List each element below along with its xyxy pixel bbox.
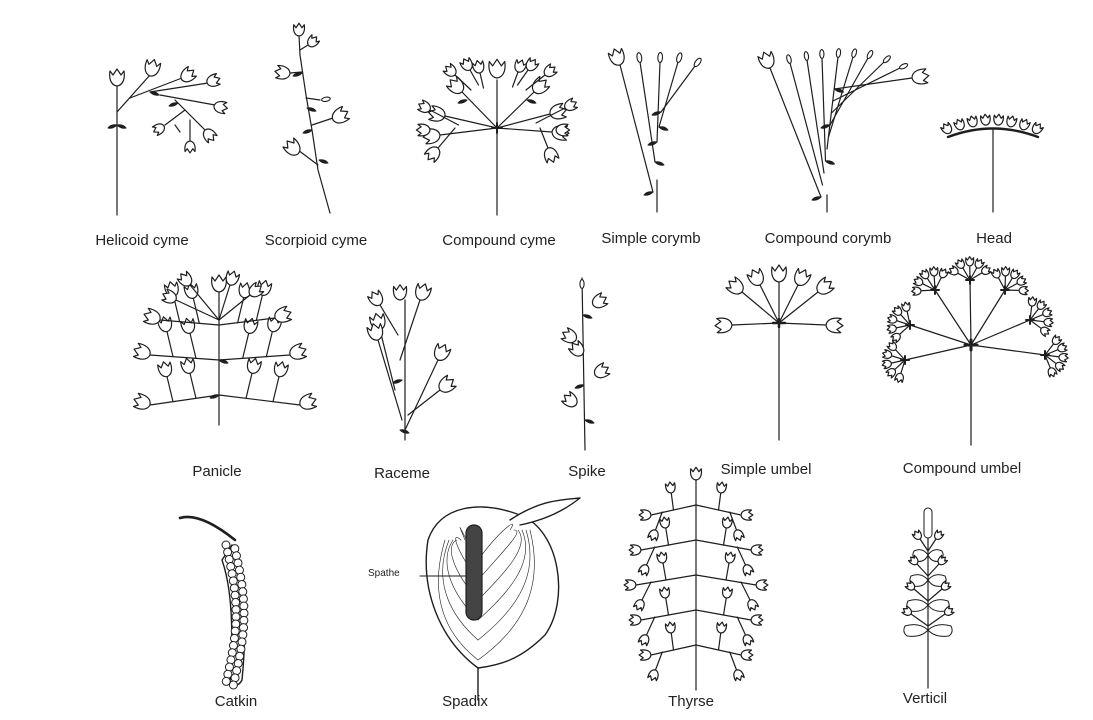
compound-corymb-label: Compound corymb <box>765 230 892 247</box>
scorpioid-cyme-label: Scorpioid cyme <box>265 232 368 249</box>
compound-cyme-label: Compound cyme <box>442 232 555 249</box>
spike-label: Spike <box>568 463 606 480</box>
catkin-label: Catkin <box>215 693 258 710</box>
spathe-label: Spathe <box>368 568 400 579</box>
raceme-label: Raceme <box>374 465 430 482</box>
scorpioid-cyme-drawing <box>274 23 352 213</box>
verticil-label: Verticil <box>903 690 947 707</box>
simple-corymb-label: Simple corymb <box>601 230 700 247</box>
catkin-drawing <box>180 517 248 689</box>
spike-drawing <box>559 278 611 450</box>
spadix-drawing <box>420 498 580 700</box>
compound-cyme-drawing <box>416 56 579 215</box>
head-drawing <box>940 114 1044 212</box>
compound-umbel-drawing <box>881 257 1068 445</box>
raceme-drawing <box>366 282 458 440</box>
simple-corymb-drawing <box>607 47 702 212</box>
thyrse-label: Thyrse <box>668 693 714 710</box>
compound-corymb-drawing <box>757 48 930 212</box>
head-label: Head <box>976 230 1012 247</box>
spadix-label: Spadix <box>442 693 488 710</box>
thyrse-drawing <box>624 467 768 690</box>
verticil-drawing <box>901 508 955 688</box>
panicle-drawing <box>132 269 319 425</box>
simple-umbel-label: Simple umbel <box>721 461 812 478</box>
compound-umbel-label: Compound umbel <box>903 460 1021 477</box>
simple-umbel-drawing <box>715 265 844 440</box>
helicoid-cyme-label: Helicoid cyme <box>95 232 188 249</box>
panicle-label: Panicle <box>192 463 241 480</box>
helicoid-cyme-drawing <box>108 58 228 215</box>
